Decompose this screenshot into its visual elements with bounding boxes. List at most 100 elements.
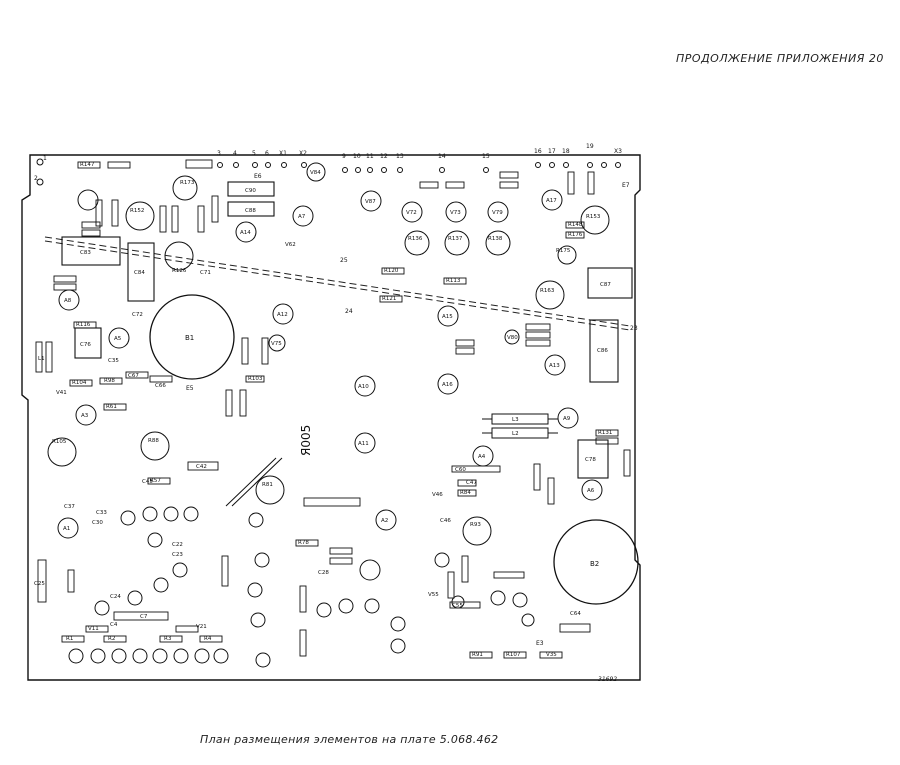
label-a2: A2 <box>381 518 388 524</box>
label-a1: A1 <box>63 526 70 532</box>
label-r107: R107 <box>506 652 521 658</box>
label-c66: C66 <box>155 383 166 389</box>
label-c4: C4 <box>110 622 118 628</box>
label-r147: R147 <box>80 162 95 168</box>
label-v41: V41 <box>56 390 67 396</box>
label-v55: V55 <box>428 592 439 598</box>
label-a3: A3 <box>81 413 89 419</box>
label-c25: C25 <box>34 581 45 587</box>
svg-text:10: 10 <box>353 153 361 160</box>
label-c33: C33 <box>96 510 107 516</box>
resistors-array <box>35 159 631 659</box>
label-l3: L3 <box>512 417 519 423</box>
label-r152: R152 <box>130 208 144 214</box>
label-c37: C37 <box>64 504 75 510</box>
label-c64: C64 <box>570 611 581 617</box>
label-r61: R61 <box>106 404 117 410</box>
label-c67: C67 <box>128 373 139 379</box>
label-r1: R1 <box>66 636 73 642</box>
svg-text:2: 2 <box>34 175 38 182</box>
label-v46: V46 <box>432 492 443 498</box>
label-v84: V84 <box>310 170 321 176</box>
label-v11: V11 <box>88 626 99 632</box>
inductors <box>482 413 558 439</box>
label-c28: C28 <box>318 570 329 576</box>
label-r131: R131 <box>598 430 612 436</box>
label-l1: L1 <box>38 356 45 362</box>
label-r163: R163 <box>540 288 555 294</box>
label-r104: R104 <box>72 380 87 386</box>
terminal-labels: 1 2 3 4 5 6 X1 X2 9 10 11 12 13 14 15 16… <box>34 143 638 647</box>
label-r138: R138 <box>488 236 503 242</box>
svg-text:X2: X2 <box>299 150 307 157</box>
label-a15: A15 <box>442 314 453 320</box>
label-r3: R3 <box>164 636 172 642</box>
svg-text:19: 19 <box>586 143 594 150</box>
svg-text:6: 6 <box>265 150 269 157</box>
svg-text:12: 12 <box>380 153 388 160</box>
svg-text:11: 11 <box>366 153 374 160</box>
label-c47: C47 <box>466 480 477 486</box>
label-c90: C90 <box>245 188 256 194</box>
label-c88: C88 <box>245 208 256 214</box>
label-c72: C72 <box>132 312 143 318</box>
label-a7: A7 <box>298 214 306 220</box>
svg-text:13: 13 <box>396 153 404 160</box>
label-a10: A10 <box>358 384 369 390</box>
round-packages <box>47 162 610 581</box>
label-r78: R78 <box>298 540 309 546</box>
label-b1: B1 <box>185 334 194 342</box>
label-v21: V21 <box>196 624 207 630</box>
label-v72: V72 <box>406 210 417 216</box>
svg-text:E3: E3 <box>536 640 544 647</box>
label-r136: R136 <box>408 236 423 242</box>
svg-text:9: 9 <box>342 153 346 160</box>
label-v73: V73 <box>450 210 461 216</box>
label-c84: C84 <box>134 270 145 276</box>
label-r126: R126 <box>172 268 187 274</box>
label-c30: C30 <box>92 520 103 526</box>
label-r148: R148 <box>568 222 583 228</box>
label-v75: V75 <box>271 341 282 347</box>
label-l2: L2 <box>512 431 519 437</box>
label-r137: R137 <box>448 236 463 242</box>
label-r121: R121 <box>382 296 396 302</box>
drawing-number: 31692 <box>598 676 618 683</box>
label-c7: C7 <box>140 614 148 620</box>
board-outline <box>21 154 641 681</box>
label-c22: C22 <box>172 542 183 548</box>
label-c23: C23 <box>172 552 183 558</box>
label-r153: R153 <box>586 214 601 220</box>
label-r84: R84 <box>460 490 471 496</box>
svg-text:E7: E7 <box>622 182 630 189</box>
label-b2: B2 <box>590 560 599 568</box>
label-r116: R116 <box>76 322 91 328</box>
label-c71: C71 <box>200 270 211 276</box>
label-r113: R113 <box>446 278 461 284</box>
board-marking: Я005 <box>299 425 313 456</box>
label-c76: C76 <box>80 342 91 348</box>
svg-text:16: 16 <box>534 148 542 155</box>
svg-text:24: 24 <box>345 308 353 315</box>
label-r175: R175 <box>556 248 571 254</box>
label-a11: A11 <box>358 441 369 447</box>
label-v87: V87 <box>365 199 376 205</box>
speaker-b2 <box>553 519 639 605</box>
label-a12: A12 <box>277 312 288 318</box>
label-r176: R176 <box>568 232 583 238</box>
label-c86: C86 <box>597 348 608 354</box>
svg-text:18: 18 <box>562 148 570 155</box>
svg-text:X1: X1 <box>279 150 287 157</box>
label-c87: C87 <box>600 282 611 288</box>
label-r57: R57 <box>150 478 161 484</box>
label-a14: A14 <box>240 230 251 236</box>
label-r98: R98 <box>104 378 115 384</box>
label-r81: R81 <box>262 482 273 488</box>
svg-text:1: 1 <box>43 155 47 162</box>
label-r91: R91 <box>472 652 483 658</box>
label-v80: V80 <box>507 335 518 341</box>
appendix-header: ПРОДОЛЖЕНИЕ ПРИЛОЖЕНИЯ 20 <box>676 52 884 65</box>
label-r93: R93 <box>470 522 481 528</box>
label-r2: R2 <box>108 636 115 642</box>
